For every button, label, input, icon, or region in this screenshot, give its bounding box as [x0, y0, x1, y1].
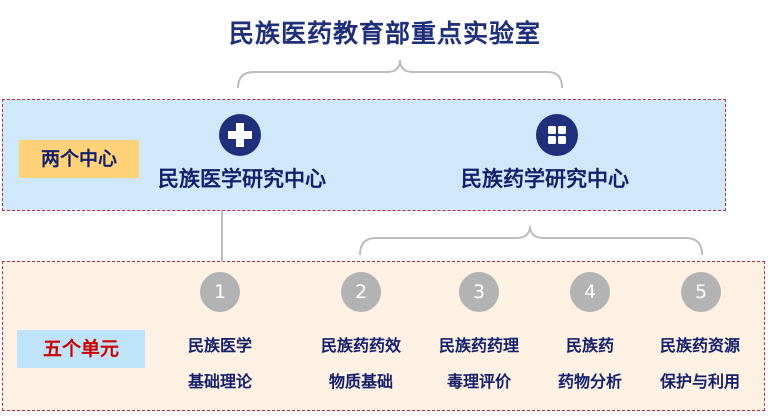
unit-number-5: 5 [681, 272, 721, 312]
plus-icon [219, 114, 261, 156]
bottom-brace [359, 225, 703, 256]
units-label: 五个单元 [17, 330, 145, 368]
unit-4-line2: 药物分析 [557, 372, 622, 391]
center-name-pharmacy: 民族药学研究中心 [461, 167, 629, 191]
unit-number-1: 1 [200, 272, 240, 312]
unit-5-line1: 民族药资源 [659, 336, 740, 355]
unit-number-2: 2 [341, 272, 381, 312]
unit-number-4: 4 [570, 272, 610, 312]
unit-3-line1: 民族药药理 [438, 336, 519, 355]
unit-5-line2: 保护与利用 [659, 372, 740, 391]
unit-1-line1: 民族医学 [187, 336, 252, 355]
unit-3-line2: 毒理评价 [446, 372, 511, 391]
unit-2-line2: 物质基础 [328, 372, 393, 391]
unit-4-line1: 民族药 [565, 336, 614, 355]
unit-2-line1: 民族药药效 [320, 336, 401, 355]
top-brace [237, 59, 563, 89]
grid-icon [536, 114, 578, 156]
center-name-medicine: 民族医学研究中心 [158, 167, 326, 191]
centers-label: 两个中心 [19, 140, 139, 178]
unit-number-3: 3 [459, 272, 499, 312]
diagram-title: 民族医药教育部重点实验室 [228, 19, 541, 48]
unit-1-line2: 基础理论 [187, 372, 252, 391]
